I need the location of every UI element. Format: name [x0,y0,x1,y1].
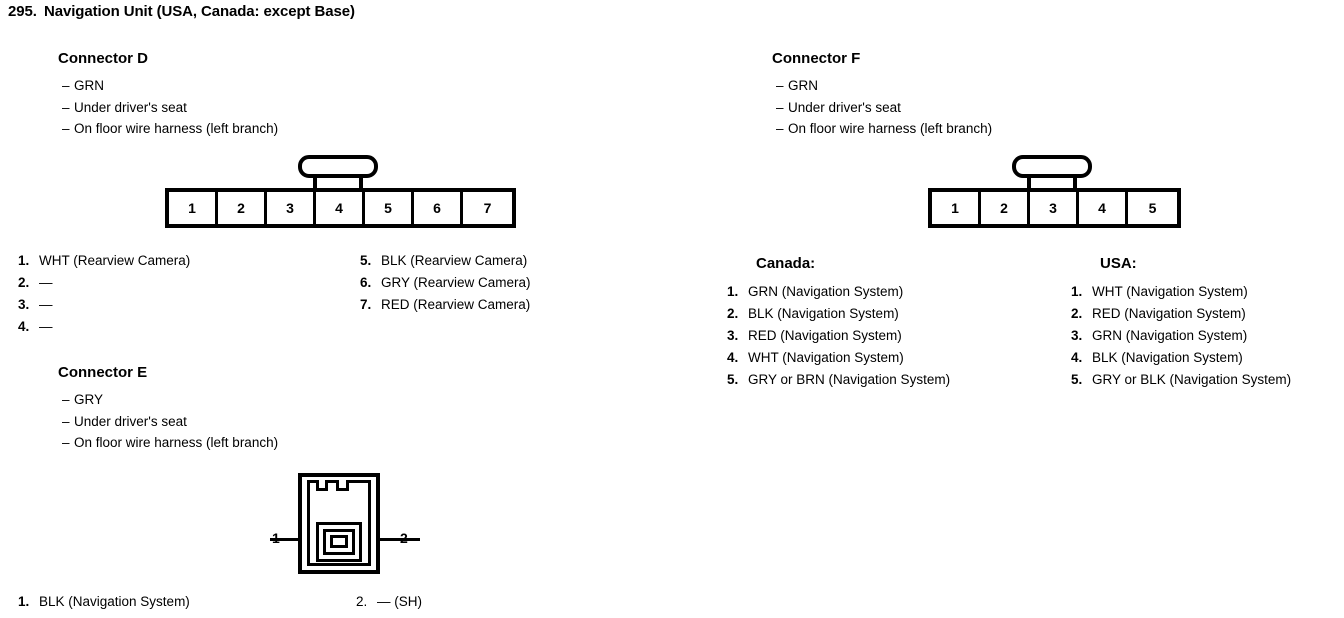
canada-pin-list: 1.GRN (Navigation System) 2.BLK (Navigat… [727,281,950,391]
pin-row: 3.GRN (Navigation System) [1071,328,1248,343]
connector-d-heading: Connector D [58,50,148,67]
pin-row: 4.BLK (Navigation System) [1071,350,1243,365]
pin-row: 5.BLK (Rearview Camera) [360,253,528,268]
connector-d-pin-list-right: 5.BLK (Rearview Camera) 6.GRY (Rearview … [360,250,531,316]
usa-heading: USA: [1100,255,1137,272]
connector-d-pin-7: 7 [463,192,512,224]
canada-heading: Canada: [756,255,816,272]
bullet-dash-icon: – [776,121,784,136]
connector-d-pin-5: 5 [365,192,414,224]
connector-d-pin-4: 4 [316,192,365,224]
pin-row: 3.RED (Navigation System) [727,328,902,343]
connector-e-notch-floor [316,488,328,491]
connector-e-note: –On floor wire harness (left branch) [62,432,278,454]
connector-e-notes: –GRY –Under driver's seat –On floor wire… [62,389,278,454]
bullet-dash-icon: – [62,392,70,407]
connector-f-note: –GRN [776,75,992,97]
connector-e-pin-list-left: 1.BLK (Navigation System) [18,591,190,613]
connector-d-notes: –GRN –Under driver's seat –On floor wire… [62,75,278,140]
connector-f-pin-4: 4 [1079,192,1128,224]
connector-f-pin-3: 3 [1030,192,1079,224]
connector-d-tab-leg [359,176,363,190]
pin-row: 5.GRY or BRN (Navigation System) [727,372,951,387]
pin-row: 4.— [18,319,53,334]
page-section-number: 295. [8,3,37,20]
connector-e-pin-list-right: 2.— (SH) [356,591,422,613]
bullet-dash-icon: – [62,435,70,450]
connector-d-note: –On floor wire harness (left branch) [62,118,278,140]
connector-f-tab-leg [1073,176,1077,190]
connector-d-pin-1: 1 [169,192,218,224]
connector-d-note: –GRN [62,75,278,97]
bullet-dash-icon: – [776,99,784,115]
pin-row: 7.RED (Rearview Camera) [360,297,531,312]
connector-e-notch-edge [346,480,349,488]
connector-d-tab-leg [313,176,317,190]
connector-f-pin-5: 5 [1128,192,1177,224]
connector-e-notch-edge [316,480,319,488]
connector-e-inner-left-edge [307,480,310,566]
pin-row: 1.BLK (Navigation System) [18,594,190,609]
pin-row: 5.GRY or BLK (Navigation System) [1071,372,1292,387]
connector-e-note: –Under driver's seat [62,411,278,433]
pin-row: 6.GRY (Rearview Camera) [360,275,531,290]
connector-f-note: –Under driver's seat [776,97,992,119]
connector-e-pin-1-label: 1 [272,530,280,546]
pin-row: 2.— [18,275,53,290]
connector-e-top-segment [346,480,371,483]
pin-row: 1.GRN (Navigation System) [727,284,904,299]
connector-d-pin-list-left: 1.WHT (Rearview Camera) 2.— 3.— 4.— [18,250,190,338]
connector-e-notch-edge [325,480,328,488]
bullet-dash-icon: – [776,78,784,93]
connector-f-notes: –GRN –Under driver's seat –On floor wire… [776,75,992,140]
connector-e-notch-edge [336,480,339,488]
connector-e-center-slot [330,535,348,548]
connector-f-heading: Connector F [772,50,861,67]
connector-f-tab-leg [1027,176,1031,190]
connector-e-top-segment [325,480,339,483]
connector-d-latch-tab [298,155,378,178]
connector-f-pin-2: 2 [981,192,1030,224]
connector-e-notch-floor [336,488,349,491]
connector-e-heading: Connector E [58,364,148,381]
connector-e-top-segment [307,480,319,483]
connector-f-pin-1: 1 [932,192,981,224]
pin-row: 2.— (SH) [356,594,422,609]
pin-row: 3.— [18,297,53,312]
bullet-dash-icon: – [62,413,70,429]
connector-e-diagram: 1 2 [270,460,420,585]
page-title-text: Navigation Unit (USA, Canada: except Bas… [44,3,355,20]
bullet-dash-icon: – [62,99,70,115]
connector-d-pin-6: 6 [414,192,463,224]
connector-e-inner-right-edge [368,480,371,566]
connector-e-note: –GRY [62,389,278,411]
pin-row: 1.WHT (Navigation System) [1071,284,1248,299]
connector-e-pin-2-label: 2 [400,530,408,546]
usa-pin-list: 1.WHT (Navigation System) 2.RED (Navigat… [1071,281,1291,391]
pin-row: 2.BLK (Navigation System) [727,306,899,321]
connector-d-pin-3: 3 [267,192,316,224]
connector-d-pin-2: 2 [218,192,267,224]
page-title: 295. Navigation Unit (USA, Canada: except… [8,3,355,20]
pin-row: 2.RED (Navigation System) [1071,306,1246,321]
connector-d-note: –Under driver's seat [62,97,278,119]
connector-e-inner-bottom-edge [307,563,371,566]
bullet-dash-icon: – [62,78,70,93]
pin-row: 4.WHT (Navigation System) [727,350,904,365]
pin-row: 1.WHT (Rearview Camera) [18,253,191,268]
bullet-dash-icon: – [62,121,70,136]
connector-f-note: –On floor wire harness (left branch) [776,118,992,140]
connector-f-latch-tab [1012,155,1092,178]
